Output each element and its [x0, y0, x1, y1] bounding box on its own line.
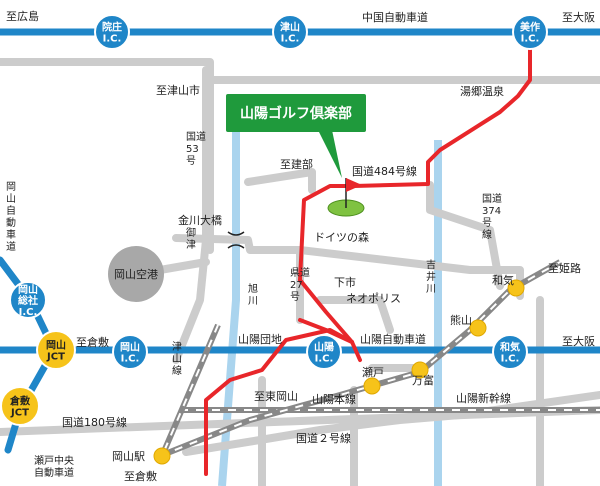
interchange-circle — [9, 281, 47, 319]
label-to-higashi-okayama: 至東岡山 — [254, 390, 298, 403]
station-wake — [507, 279, 525, 297]
station-kumayama — [469, 319, 487, 337]
road-neopolis — [316, 296, 394, 334]
label-to-himeji: 至姫路 — [548, 261, 581, 275]
airport-circle — [108, 246, 164, 302]
destination-callout: 山陽ゴルフ倶楽部 — [226, 94, 366, 178]
label-sanyo-expressway: 山陽自動車道 — [360, 332, 426, 346]
tsuyama-line-dash — [161, 324, 219, 457]
junction-circle — [36, 330, 76, 370]
label-sanyo-danchi: 山陽団地 — [238, 333, 282, 346]
station-mando — [411, 361, 429, 379]
road-route374 — [426, 181, 504, 290]
route-pref27-mid — [298, 278, 354, 344]
stations — [153, 279, 525, 465]
label-sanyo-shinkansen: 山陽新幹線 — [456, 391, 511, 405]
label-doitsu-forest: ドイツの森 — [314, 230, 369, 244]
label-to-hiroshima: 至広島 — [6, 9, 39, 23]
label-tsuyama-line: 津山線 — [172, 341, 182, 377]
label-sanyo-main-line: 山陽本線 — [312, 392, 356, 406]
label-asahi-river: 旭川 — [248, 283, 258, 307]
route-from-mimasaka — [352, 44, 532, 188]
road-top-horizontal — [0, 58, 600, 84]
interchange-circle — [492, 334, 528, 370]
asahi-river — [218, 120, 240, 486]
destination-box — [226, 94, 366, 132]
label-yoshii-river: 吉井川 — [426, 259, 436, 295]
label-mitsu: 御津 — [186, 226, 196, 251]
road-to-airport — [156, 258, 210, 274]
interchange-circle — [272, 14, 308, 50]
road-route180 — [0, 406, 600, 436]
label-to-takebe: 至建部 — [280, 157, 313, 171]
okayama-airport: 岡山空港 — [108, 246, 164, 302]
kanagawa-bridge-symbol — [227, 231, 245, 249]
label-to-kurashiki-bottom: 至倉敷 — [124, 469, 157, 483]
interchange-circle — [512, 14, 548, 50]
label-neopolis: ネオポリス — [346, 292, 401, 305]
station-seto — [363, 377, 381, 395]
label-chugoku-expressway: 中国自動車道 — [362, 10, 428, 24]
road-takebe — [244, 168, 316, 194]
flag-icon — [346, 178, 362, 192]
label-to-tsuyama-city: 至津山市 — [156, 83, 200, 97]
label-to-osaka-mid: 至大阪 — [562, 334, 595, 348]
interchange-circle — [306, 334, 342, 370]
golf-course-marker — [327, 178, 365, 217]
interchange-circle — [112, 334, 148, 370]
route-pref27-up — [298, 184, 356, 282]
label-wake-station: 和気 — [492, 273, 514, 287]
label-kumayama: 熊山 — [450, 313, 472, 327]
label-kanagawa-bridge: 金川大橋 — [178, 213, 222, 227]
label-route180: 国道180号線 — [62, 415, 127, 429]
destination-label: 山陽ゴルフ倶楽部 — [240, 105, 352, 122]
label-seto-chuo-expressway: 瀬戸中央自動車道 — [34, 454, 74, 479]
airport-label: 岡山空港 — [114, 267, 158, 281]
label-okayama-expressway: 岡山自動車道 — [6, 181, 16, 253]
road-mid-horizontal — [296, 246, 524, 300]
label-route2: 国道２号線 — [296, 431, 351, 445]
label-to-osaka-top: 至大阪 — [562, 10, 595, 24]
label-mando: 万富 — [412, 373, 434, 387]
route-north-south — [298, 318, 354, 344]
label-yunogo-onsen: 湯郷温泉 — [460, 84, 504, 98]
interchange-circle — [94, 14, 130, 50]
label-to-kurashiki-top: 至倉敷 — [76, 335, 109, 349]
recommended-route — [204, 44, 532, 476]
label-route484: 国道484号線 — [352, 164, 417, 178]
label-shimoichi: 下市 — [334, 275, 356, 289]
callout-pointer — [318, 130, 342, 178]
junction-circle — [0, 386, 40, 426]
label-seto: 瀬戸 — [362, 365, 384, 379]
road-kanagawa — [172, 234, 304, 254]
rivers — [218, 120, 442, 486]
station-okayama — [153, 447, 171, 465]
label-okayama-station: 岡山駅 — [112, 450, 145, 463]
